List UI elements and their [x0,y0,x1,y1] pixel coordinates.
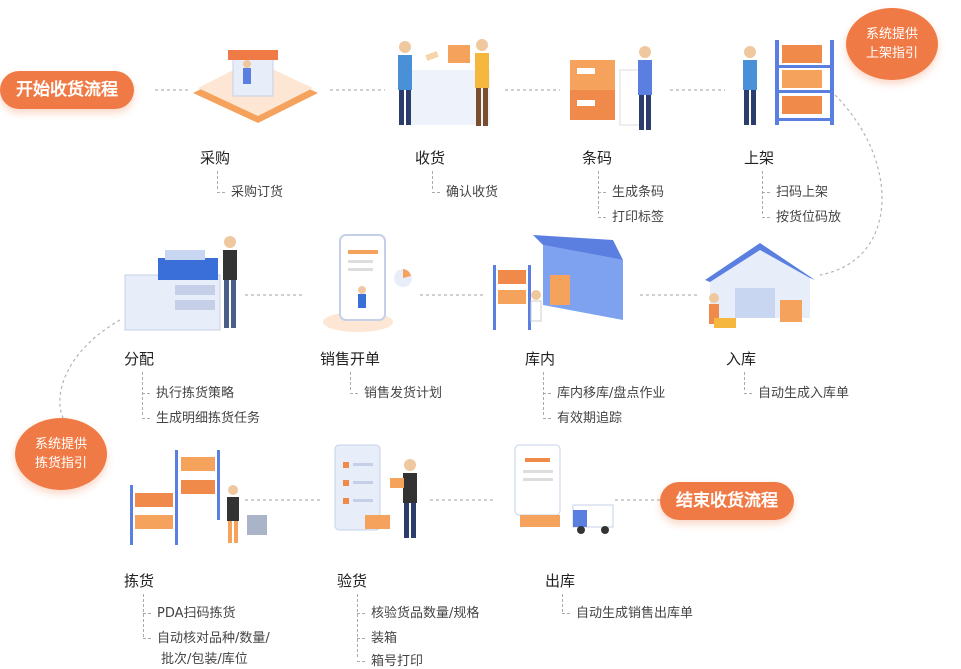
shelve-item-2-text: 按货位码放 [776,210,842,225]
barcode-illustration [570,46,652,130]
pick-guide-bubble: 系统提供 拣货指引 [15,418,107,490]
inbound-tree [744,372,745,390]
barcode-item-1-text: 生成条码 [612,185,665,200]
sales-order-illustration [323,234,412,332]
inspect-item-3-text: 箱号打印 [371,654,424,669]
sales-order-item: 销售发货计划 [350,382,442,401]
in-warehouse-item-2-text: 有效期追踪 [557,411,623,426]
allocate-item-2-text: 生成明细拣货任务 [156,411,261,426]
purchase-tree [217,171,218,189]
inspect-item-1-text: 核验货品数量/规格 [371,606,480,621]
picking-item-3: 批次/包装/库位 [161,648,248,667]
in-warehouse-illustration [493,235,623,330]
sales-order-tree [350,372,351,390]
allocate-item-2: 生成明细拣货任务 [142,407,260,426]
pick-guide-line-1: 系统提供 [34,437,87,452]
receive-illustration [398,39,490,126]
purchase-item-text: 采购订货 [231,185,284,200]
sales-order-item-text: 销售发货计划 [364,386,443,401]
in-warehouse-item-1-text: 库内移库/盘点作业 [557,386,666,401]
inspect-item-1: 核验货品数量/规格 [357,602,479,621]
inspect-item-2-text: 装箱 [371,631,398,646]
receive-tree [432,171,433,189]
in-warehouse-item-2: 有效期追踪 [543,407,622,426]
outbound-illustration [514,444,614,534]
outbound-item-text: 自动生成销售出库单 [576,606,694,621]
outbound-item: 自动生成销售出库单 [562,602,693,621]
step-purchase-title: 采购 [200,149,231,167]
barcode-item-2-text: 打印标签 [612,210,665,225]
purchase-item: 采购订货 [217,181,283,200]
barcode-item-1: 生成条码 [598,181,664,200]
step-inspect-title: 验货 [337,572,368,590]
shelve-item-1: 扫码上架 [762,181,828,200]
step-sales-order-title: 销售开单 [320,350,381,368]
step-outbound-title: 出库 [545,572,576,590]
picking-item-2: 自动核对品种/数量/ [143,627,270,646]
shelf-guide-line-1: 系统提供 [865,27,918,42]
step-in-warehouse-title: 库内 [525,350,556,368]
picking-illustration [130,450,267,545]
inbound-item-text: 自动生成入库单 [758,386,850,401]
inspect-tree [357,594,358,657]
end-process-label: 结束收货流程 [660,482,794,520]
picking-item-3-text: 批次/包装/库位 [161,652,248,667]
picking-item-1: PDA扫码拣货 [143,602,236,621]
receive-item-text: 确认收货 [446,185,499,200]
picking-tree [143,594,144,637]
step-shelve-title: 上架 [744,149,775,167]
receive-item: 确认收货 [432,181,498,200]
step-receive-title: 收货 [415,149,446,167]
picking-item-2-text: 自动核对品种/数量/ [157,631,270,646]
inspect-illustration [334,444,417,538]
in-warehouse-item-1: 库内移库/盘点作业 [543,382,665,401]
step-barcode-title: 条码 [582,149,613,167]
pick-guide-line-2: 拣货指引 [34,456,87,471]
shelve-item-2: 按货位码放 [762,206,841,225]
barcode-item-2: 打印标签 [598,206,664,225]
shelf-guide-bubble: 系统提供 上架指引 [846,8,938,80]
allocate-item-1-text: 执行拣货策略 [156,386,235,401]
shelve-item-1-text: 扫码上架 [776,185,829,200]
allocate-item-1: 执行拣货策略 [142,382,234,401]
inbound-illustration [705,243,815,328]
step-inbound-title: 入库 [726,350,757,368]
picking-item-1-text: PDA扫码拣货 [157,606,236,621]
inspect-item-2: 装箱 [357,627,397,646]
allocate-illustration [124,236,237,331]
outbound-tree [562,594,563,612]
inspect-item-3: 箱号打印 [357,650,423,669]
start-process-label: 开始收货流程 [0,71,134,109]
shelve-illustration [743,40,834,125]
step-allocate-title: 分配 [124,350,155,368]
step-picking-title: 拣货 [124,572,155,590]
inbound-item: 自动生成入库单 [744,382,849,401]
shelf-guide-line-2: 上架指引 [865,46,918,61]
purchase-illustration [193,50,318,123]
